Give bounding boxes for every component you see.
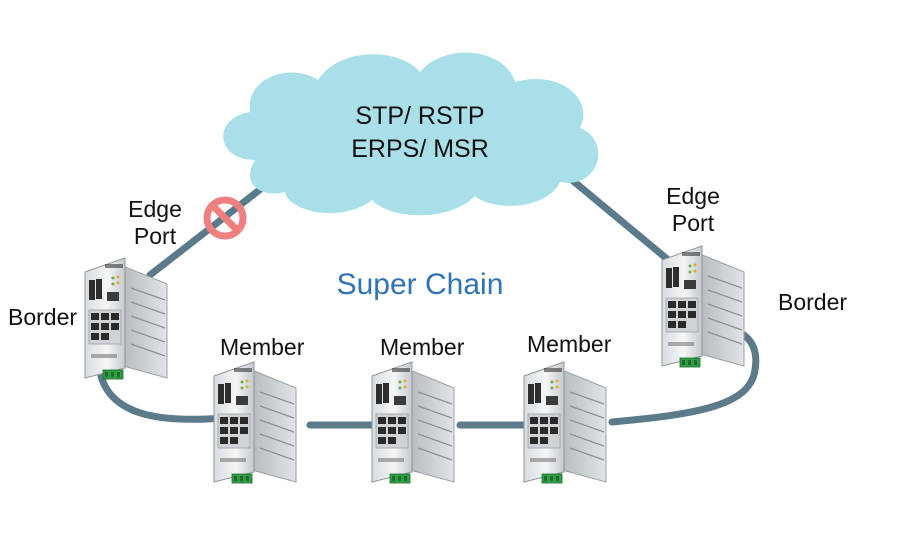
member-3-label: Member xyxy=(527,331,612,357)
cable-left-border-to-member-1 xyxy=(96,368,229,423)
cloud xyxy=(223,52,599,216)
switch-border-left xyxy=(84,257,168,380)
switch-border-right xyxy=(661,245,745,368)
edge-port-right-line-2: Port xyxy=(671,210,715,236)
member-1-label: Member xyxy=(220,334,305,360)
blocked-port-icon xyxy=(203,196,247,240)
member-2-label: Member xyxy=(380,334,465,360)
cloud-protocols: STP/ RSTP ERPS/ MSR xyxy=(300,100,540,166)
edge-port-left-line-2: Port xyxy=(133,223,177,249)
border-left-label: Border xyxy=(8,304,78,330)
cloud-line-1: STP/ RSTP xyxy=(355,102,485,130)
cable-left-border-to-cloud xyxy=(146,184,266,279)
border-right-label: Border xyxy=(778,289,848,315)
edge-port-right-line-1: Edge xyxy=(666,183,720,209)
switch-member-1 xyxy=(213,361,297,484)
switch-member-2 xyxy=(371,361,455,484)
ring-title: Super Chain xyxy=(336,268,504,301)
edge-port-left-line-1: Edge xyxy=(128,196,182,222)
edge-port-right-label: Edge Port xyxy=(658,183,728,237)
cloud-line-2: ERPS/ MSR xyxy=(351,135,489,163)
edge-port-left-label: Edge Port xyxy=(120,196,190,250)
cable-member-3-to-right-border xyxy=(608,326,760,426)
switch-member-3 xyxy=(523,361,607,484)
